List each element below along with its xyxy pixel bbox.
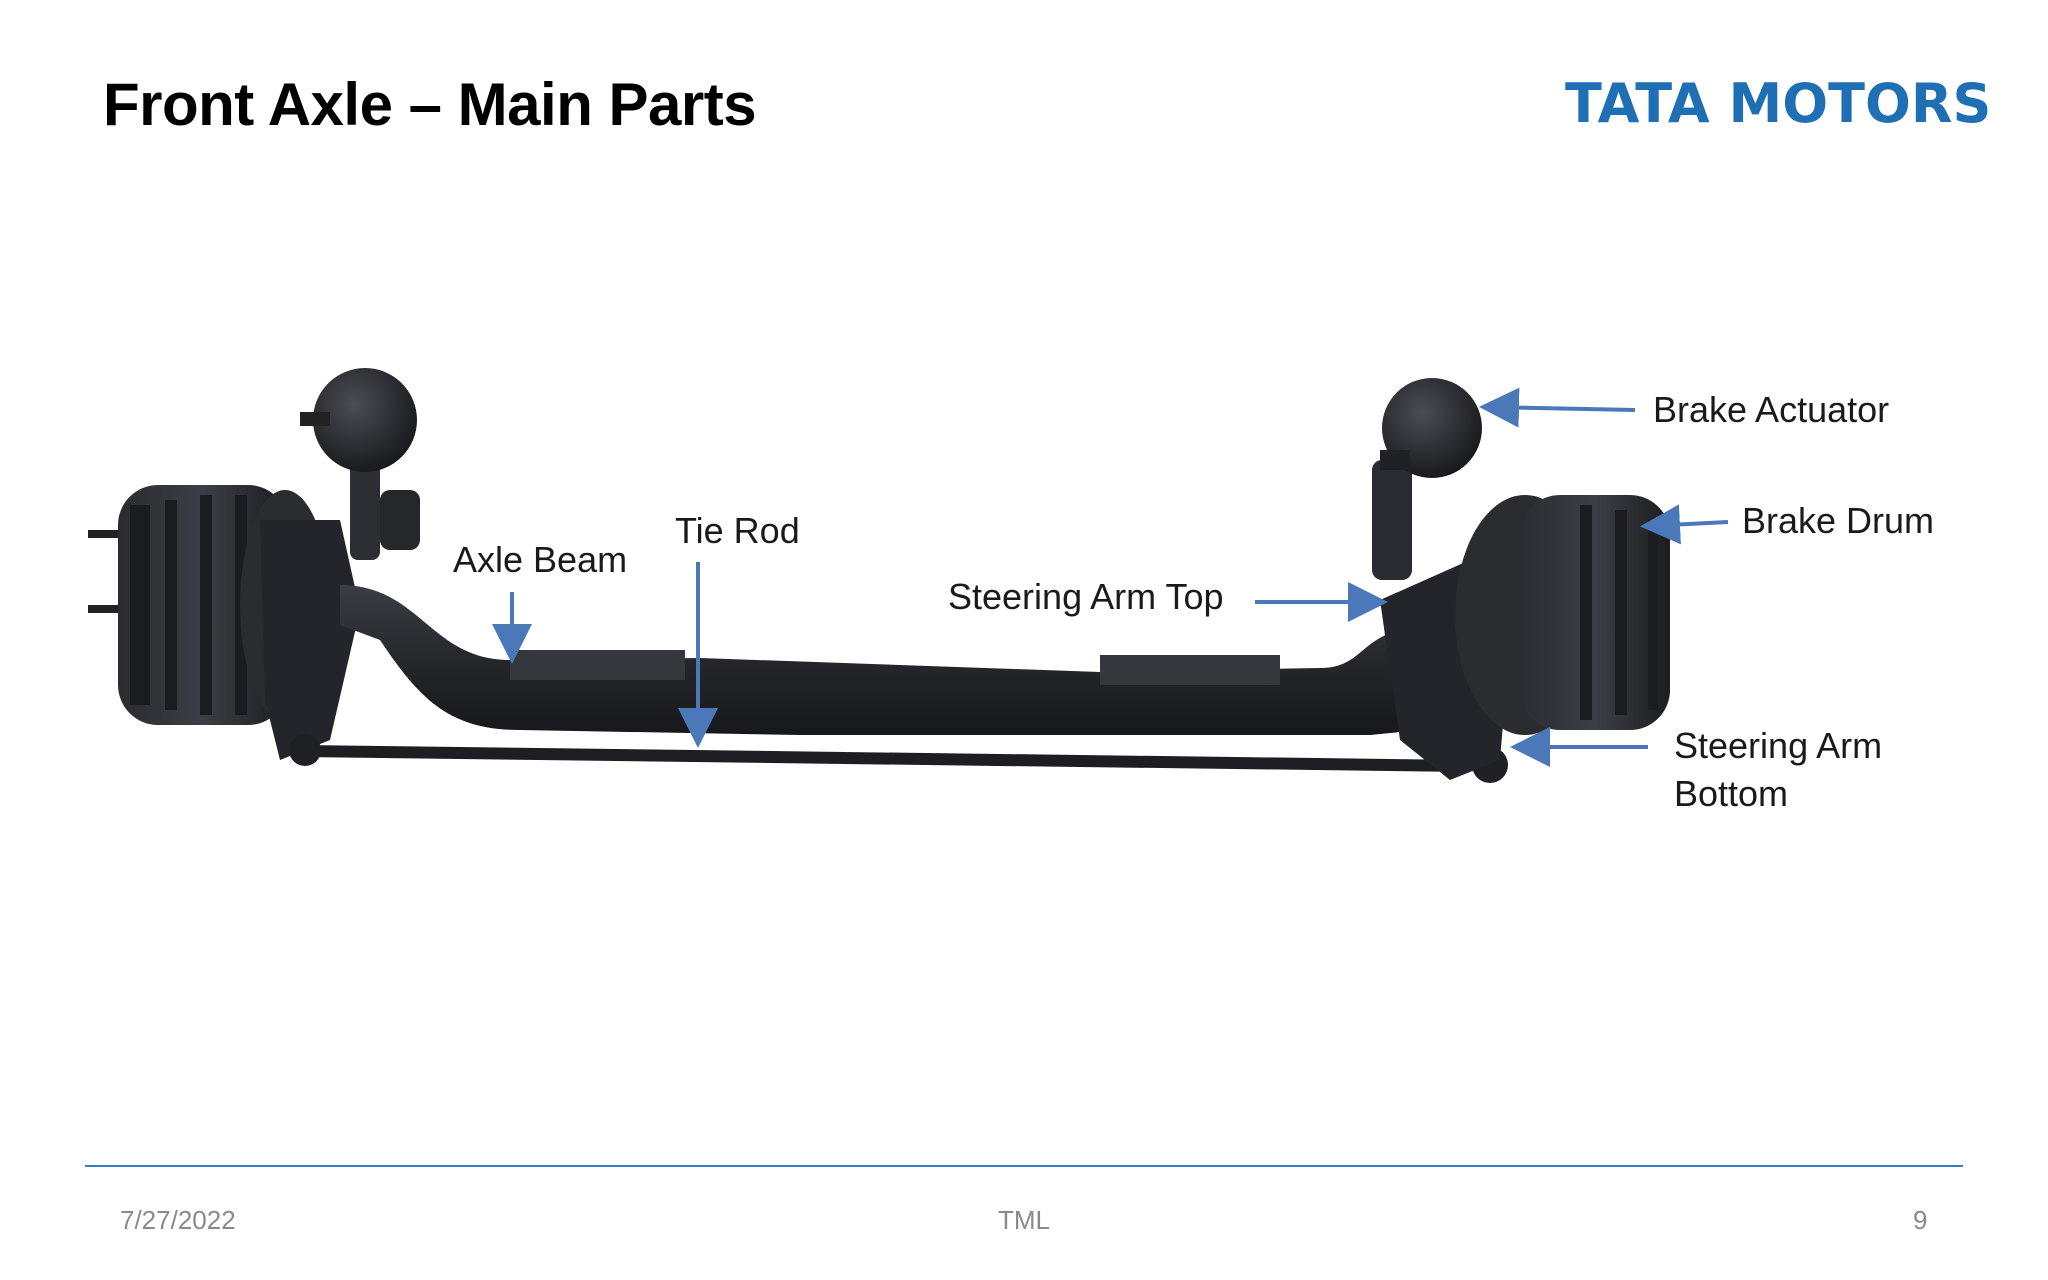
brake-actuator-arrow bbox=[1479, 387, 1636, 428]
tata-motors-logo: TATA MOTORS bbox=[1565, 72, 1992, 135]
right-spring-pad bbox=[1100, 655, 1280, 685]
label-steering-arm-bottom-line2: Bottom bbox=[1674, 773, 1789, 814]
right-brake-drum bbox=[1455, 495, 1670, 735]
footer-center-text: TML bbox=[998, 1205, 1050, 1235]
label-tie-rod: Tie Rod bbox=[675, 510, 800, 551]
right-brake-actuator bbox=[1372, 378, 1482, 580]
footer-date: 7/27/2022 bbox=[120, 1205, 236, 1235]
label-brake-drum: Brake Drum bbox=[1742, 500, 1935, 541]
brake-drum-arrow bbox=[1640, 504, 1729, 545]
left-steering-knuckle bbox=[260, 520, 360, 760]
left-brake-actuator bbox=[300, 368, 420, 560]
label-axle-beam: Axle Beam bbox=[453, 539, 628, 580]
slide-title: Front Axle – Main Parts bbox=[103, 71, 757, 138]
slide-page-number: 9 bbox=[1913, 1205, 1928, 1235]
axle-beam-shape bbox=[340, 585, 1430, 735]
tie-rod-shape bbox=[300, 745, 1470, 772]
callout-arrows bbox=[492, 387, 1729, 767]
label-brake-actuator: Brake Actuator bbox=[1653, 389, 1890, 430]
footer-divider bbox=[85, 1165, 1963, 1167]
label-steering-arm-top: Steering Arm Top bbox=[948, 576, 1224, 617]
left-spring-pad bbox=[510, 650, 685, 680]
label-steering-arm-bottom-line1: Steering Arm bbox=[1674, 725, 1883, 766]
left-tie-rod-end bbox=[289, 734, 321, 766]
